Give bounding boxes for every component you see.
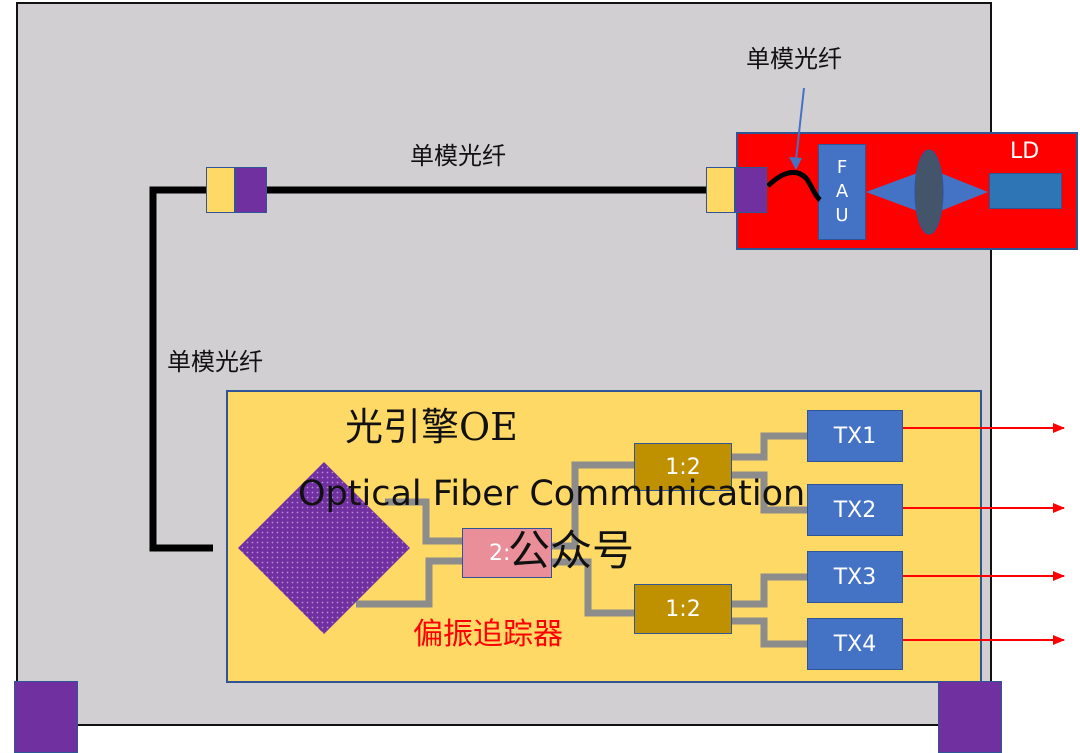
polarization-tracker-label: 偏振追踪器 [413, 617, 563, 652]
waveguide-to-tx1 [732, 432, 807, 461]
watermark-line-1: Optical Fiber Communication [298, 474, 806, 514]
splitter-lower-label: 1:2 [665, 596, 701, 622]
tx3-label: TX3 [833, 564, 877, 590]
single-mode-fiber-main [149, 186, 706, 552]
combiner-block: 2: [462, 528, 552, 578]
ld-chip [989, 173, 1062, 209]
tx1-label: TX1 [833, 423, 877, 449]
fiber-label-top: 单模光纤 [746, 45, 842, 73]
polarization-tracker-diamond [238, 462, 410, 634]
fau-letter-f: F [836, 157, 848, 178]
tx1-block: TX1 [807, 410, 903, 462]
fau-letter-u: U [835, 205, 849, 226]
connector-right-yellow [706, 167, 735, 213]
splitter-upper: 1:2 [634, 443, 732, 491]
connector-right-purple [735, 167, 767, 213]
fiber-label-middle: 单模光纤 [410, 142, 506, 170]
splitter-upper-label: 1:2 [665, 454, 701, 480]
watermark-line-2: 公众号 [508, 526, 635, 575]
connector-left-yellow [206, 167, 235, 213]
tx4-label: TX4 [833, 631, 877, 657]
corner-pad-right [938, 681, 1002, 753]
tx3-block: TX3 [807, 551, 903, 603]
ld-label: LD [1010, 139, 1040, 164]
corner-pad-left [14, 681, 78, 753]
tx2-label: TX2 [833, 497, 877, 523]
tx2-block: TX2 [807, 484, 903, 536]
fau-letter-a: A [835, 181, 849, 202]
tx4-block: TX4 [807, 618, 903, 670]
combiner-label: 2: [489, 540, 511, 566]
waveguide-to-tx4 [732, 617, 807, 648]
waveguide-to-tx2 [732, 471, 807, 514]
waveguide-tracker-lower [356, 557, 462, 608]
beam-right [938, 172, 988, 212]
label-pointer-arrow [789, 157, 802, 170]
waveguide-tracker-upper [385, 498, 462, 545]
connector-left-purple [235, 167, 267, 213]
waveguide-to-lower-splitter [552, 558, 634, 617]
splitter-lower: 1:2 [634, 584, 732, 634]
fau-block: F A U [818, 144, 866, 240]
fiber-label-left: 单模光纤 [167, 348, 263, 376]
single-mode-fiber-pigtail [766, 169, 822, 202]
label-pointer-line [795, 87, 805, 161]
waveguide-to-tx3 [732, 573, 807, 608]
lens [914, 149, 944, 235]
optical-engine-title: 光引擎OE [345, 405, 518, 449]
waveguide-to-upper-splitter [552, 461, 634, 550]
beam-left [866, 172, 920, 212]
